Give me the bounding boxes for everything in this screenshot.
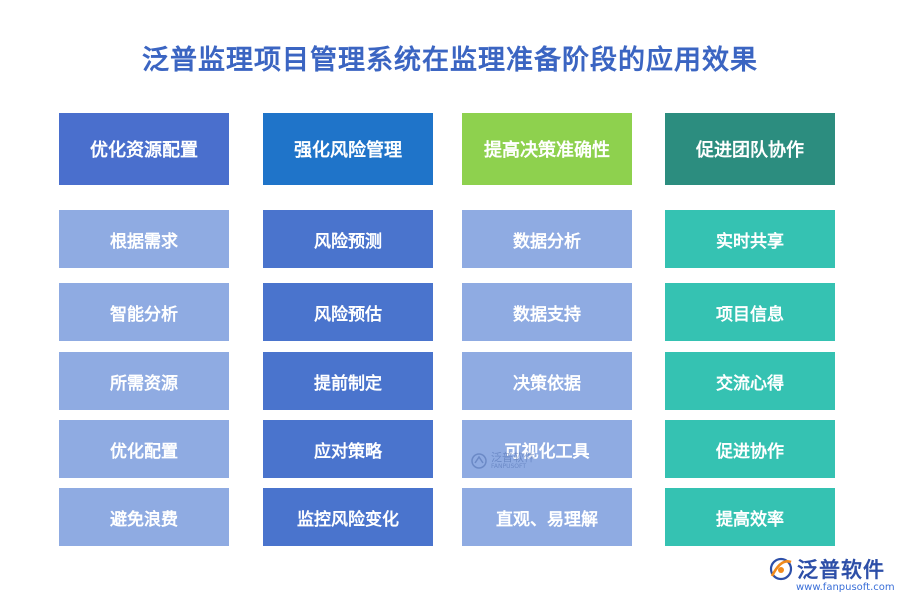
column-item: 提前制定 — [263, 352, 433, 410]
column-team-collaboration: 促进团队协作 实时共享 项目信息 交流心得 促进协作 提高效率 — [665, 113, 835, 546]
column-header: 优化资源配置 — [59, 113, 229, 185]
column-item: 交流心得 — [665, 352, 835, 410]
watermark-text: 泛普软件 — [491, 451, 535, 464]
column-header: 提高决策准确性 — [462, 113, 632, 185]
column-header: 强化风险管理 — [263, 113, 433, 185]
brand-logo: 泛普软件 www.fanpusoft.com — [768, 554, 895, 593]
column-decision-accuracy: 提高决策准确性 数据分析 数据支持 决策依据 可视化工具 直观、易理解 — [462, 113, 632, 546]
watermark: 泛普软件 FANPUSOFT — [470, 452, 535, 470]
column-item: 数据分析 — [462, 210, 632, 268]
watermark-sub: FANPUSOFT — [491, 463, 527, 470]
column-item: 实时共享 — [665, 210, 835, 268]
column-item: 根据需求 — [59, 210, 229, 268]
column-item: 智能分析 — [59, 283, 229, 341]
column-item: 促进协作 — [665, 420, 835, 478]
column-item: 监控风险变化 — [263, 488, 433, 546]
column-item: 提高效率 — [665, 488, 835, 546]
column-item: 风险预估 — [263, 283, 433, 341]
brand-url: www.fanpusoft.com — [796, 582, 895, 593]
fanpu-logo-icon — [769, 557, 793, 581]
column-header: 促进团队协作 — [665, 113, 835, 185]
column-item: 避免浪费 — [59, 488, 229, 546]
column-risk-management: 强化风险管理 风险预测 风险预估 提前制定 应对策略 监控风险变化 — [263, 113, 433, 546]
column-item: 数据支持 — [462, 283, 632, 341]
brand-name: 泛普软件 — [797, 558, 885, 582]
watermark-logo-icon — [471, 453, 487, 469]
column-item: 应对策略 — [263, 420, 433, 478]
column-item: 决策依据 — [462, 352, 632, 410]
column-item: 直观、易理解 — [462, 488, 632, 546]
column-item: 优化配置 — [59, 420, 229, 478]
column-optimize-resources: 优化资源配置 根据需求 智能分析 所需资源 优化配置 避免浪费 — [59, 113, 229, 546]
column-item: 可视化工具 — [462, 420, 632, 478]
page-title: 泛普监理项目管理系统在监理准备阶段的应用效果 — [142, 45, 758, 76]
column-item: 项目信息 — [665, 283, 835, 341]
column-item: 风险预测 — [263, 210, 433, 268]
column-item: 所需资源 — [59, 352, 229, 410]
